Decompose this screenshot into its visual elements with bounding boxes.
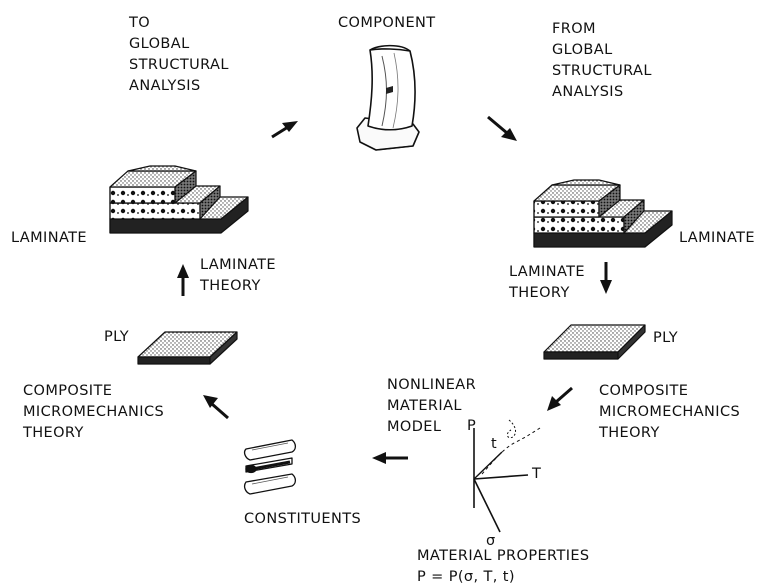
- label-line: MICROMECHANICS: [599, 404, 741, 420]
- constituents-label: CONSTITUENTS: [244, 511, 362, 527]
- ply-right-illustration: [543, 324, 646, 360]
- laminate-left-label: LAMINATE: [11, 230, 87, 246]
- label-line: THEORY: [200, 278, 261, 294]
- label-line: NONLINEAR: [387, 377, 477, 393]
- to-global-analysis-label: TO GLOBAL STRUCTURAL ANALYSIS: [129, 13, 229, 97]
- arrow-component-to-laminate: [487, 115, 517, 141]
- axis-T-label: T: [532, 466, 542, 482]
- label-line: ANALYSIS: [129, 78, 201, 94]
- axis-sigma-label: σ: [486, 533, 496, 549]
- label-line: THEORY: [509, 285, 570, 301]
- axis-p-label: P: [467, 418, 477, 434]
- ply-left-illustration: [137, 331, 238, 365]
- label-line: TO: [129, 15, 151, 31]
- constituents-illustration: [243, 439, 297, 495]
- label-line: ANALYSIS: [552, 84, 624, 100]
- axis-t-line: [473, 451, 503, 480]
- composite-micromechanics-right-label: COMPOSITE MICROMECHANICS THEORY: [599, 381, 740, 444]
- component-label: COMPONENT: [338, 15, 436, 31]
- label-line: THEORY: [599, 425, 660, 441]
- label-line: MATERIAL: [387, 398, 462, 414]
- label-line: MATERIAL PROPERTIES: [417, 548, 590, 564]
- arrow-laminate-to-global: [271, 121, 298, 139]
- laminate-theory-right-label: LAMINATE THEORY: [509, 262, 585, 304]
- material-property-axes: [473, 419, 541, 533]
- material-properties-label: MATERIAL PROPERTIES P = P(σ, T, t): [417, 546, 590, 588]
- label-line: LAMINATE: [200, 257, 276, 273]
- composite-micromechanics-left-label: COMPOSITE MICROMECHANICS THEORY: [23, 381, 164, 444]
- label-line: STRUCTURAL: [129, 57, 229, 73]
- label-line: COMPOSITE: [599, 383, 689, 399]
- label-line: MODEL: [387, 419, 442, 435]
- laminate-left-illustration: [109, 165, 249, 234]
- arrow-right-laminate-to-ply: [600, 262, 612, 294]
- arrow-ply-to-laminate: [177, 264, 189, 296]
- from-global-analysis-label: FROM GLOBAL STRUCTURAL ANALYSIS: [552, 19, 652, 103]
- arrow-constituents-to-ply: [203, 395, 229, 420]
- property-loop-curve: [506, 419, 517, 439]
- axis-sigma-line: [473, 478, 501, 533]
- property-surface-curve: [481, 427, 541, 475]
- laminate-right-label: LAMINATE: [679, 230, 755, 246]
- label-line: FROM: [552, 21, 596, 37]
- label-line: STRUCTURAL: [552, 63, 652, 79]
- label-line: THEORY: [23, 425, 84, 441]
- ply-left-label: PLY: [104, 329, 129, 345]
- flow-arrows: [177, 115, 612, 464]
- arrow-model-to-constituents: [372, 452, 408, 464]
- axis-T-line: [473, 474, 529, 480]
- axis-t-label: t: [491, 436, 498, 452]
- label-line: MICROMECHANICS: [23, 404, 165, 420]
- label-line: GLOBAL: [129, 36, 190, 52]
- nonlinear-material-model-label: NONLINEAR MATERIAL MODEL: [387, 375, 476, 438]
- label-line: COMPOSITE: [23, 383, 113, 399]
- label-line: GLOBAL: [552, 42, 613, 58]
- material-properties-equation: P = P(σ, T, t): [417, 569, 515, 585]
- label-line: LAMINATE: [509, 264, 585, 280]
- laminate-theory-left-label: LAMINATE THEORY: [200, 255, 276, 297]
- component-blade-illustration: [356, 44, 420, 151]
- ply-right-label: PLY: [653, 330, 678, 346]
- arrow-ply-to-material-model: [547, 386, 573, 411]
- laminate-right-illustration: [533, 179, 673, 248]
